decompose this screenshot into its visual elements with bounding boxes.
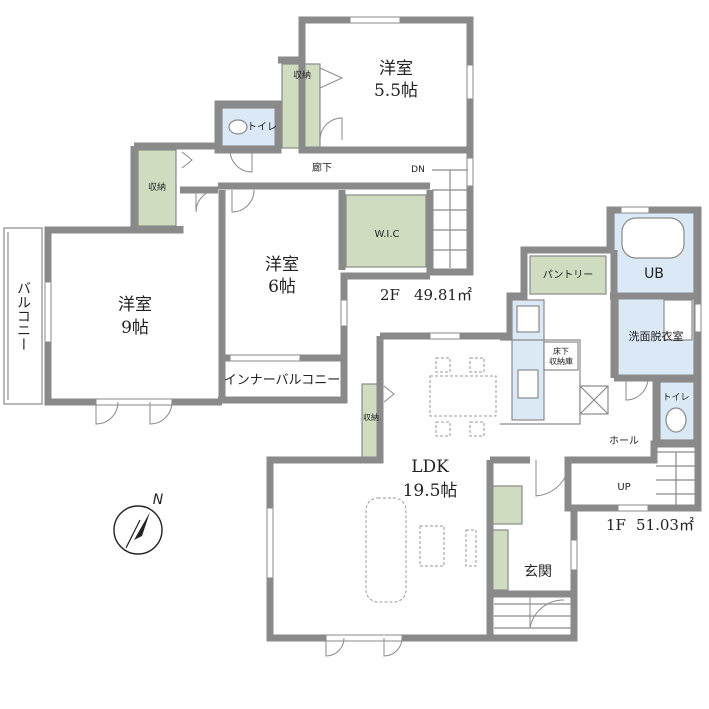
entrance-storage	[491, 529, 509, 591]
sink-icon	[517, 369, 539, 399]
room-name-western-55: 洋室	[379, 59, 413, 79]
compass-needle-icon	[134, 512, 150, 540]
label-bath: UB	[644, 266, 664, 282]
compass-north: N	[153, 492, 164, 508]
compass-ring	[113, 505, 163, 555]
dining-table	[429, 375, 497, 417]
label-wic: W.I.C	[374, 229, 399, 240]
label-washroom: 洗面脱衣室	[629, 329, 684, 343]
stairs-1f	[656, 451, 696, 506]
shoe-storage	[491, 485, 523, 525]
label-storage: 収納	[148, 181, 166, 193]
stove-icon	[516, 305, 540, 333]
wall-closet-upper	[278, 56, 306, 150]
compass: N	[113, 492, 164, 555]
walk-in-closet	[345, 194, 427, 268]
stairs-2f	[432, 169, 468, 268]
wall-toilet	[214, 100, 282, 154]
window	[349, 16, 401, 24]
label-storage: 収納	[293, 69, 311, 81]
label-balcony: バルコニー	[15, 281, 31, 351]
door-toilet	[229, 149, 253, 173]
room-name-western-6: 洋室	[265, 255, 299, 275]
door-western-55	[319, 117, 343, 141]
pantry	[529, 255, 607, 295]
wall-western-9	[44, 146, 222, 406]
bathtub	[621, 217, 685, 259]
label-corridor: 廊下	[312, 161, 332, 174]
room-size-western-9: 9帖	[121, 318, 149, 338]
label-pantry: パントリー	[543, 269, 594, 281]
room-name-ldk: LDK	[411, 457, 449, 477]
label-hall: ホール	[609, 435, 639, 447]
closet-left	[137, 149, 177, 227]
coffee-table	[419, 525, 445, 567]
tv-unit	[465, 529, 477, 567]
toilet-fixture	[228, 119, 248, 135]
room-name-western-9: 洋室	[118, 295, 152, 315]
room-size-western-6: 6帖	[268, 277, 296, 297]
label-inner-balcony: インナーバルコニー	[224, 373, 341, 388]
floor-area-2f: 49.81㎡	[414, 286, 472, 304]
floor-label-1f: 1F	[606, 516, 626, 534]
first-floor: LDK 19.5帖 収納 パントリー UB 洗面脱衣室 トイレ 床下収納庫 ホー…	[266, 206, 702, 657]
second-floor: 洋室 5.5帖 収納 トイレ 収納 廊下 DN W.I.C 洋室 6帖 洋室 9…	[3, 16, 474, 425]
label-down: DN	[411, 165, 425, 175]
sofa	[365, 497, 407, 603]
wall-inner-balcony	[218, 360, 348, 404]
underfloor-storage-box	[543, 341, 579, 371]
label-toilet: トイレ	[662, 393, 689, 403]
room-size-ldk: 19.5帖	[403, 481, 458, 501]
toilet-fixture	[665, 407, 687, 433]
washbasin	[663, 299, 693, 341]
balcony-2f	[3, 227, 43, 405]
room-size-western-55: 5.5帖	[374, 81, 418, 101]
label-toilet: トイレ	[247, 122, 277, 133]
floor-label-2f: 2F	[380, 286, 400, 304]
label-storage: 収納	[363, 412, 379, 422]
label-underfloor-storage-1: 床下収納庫	[549, 346, 573, 366]
label-up: UP	[617, 482, 630, 493]
floor-area-1f: 51.03㎡	[636, 516, 694, 534]
label-entrance: 玄関	[524, 563, 552, 580]
entrance-stairs	[494, 603, 572, 629]
